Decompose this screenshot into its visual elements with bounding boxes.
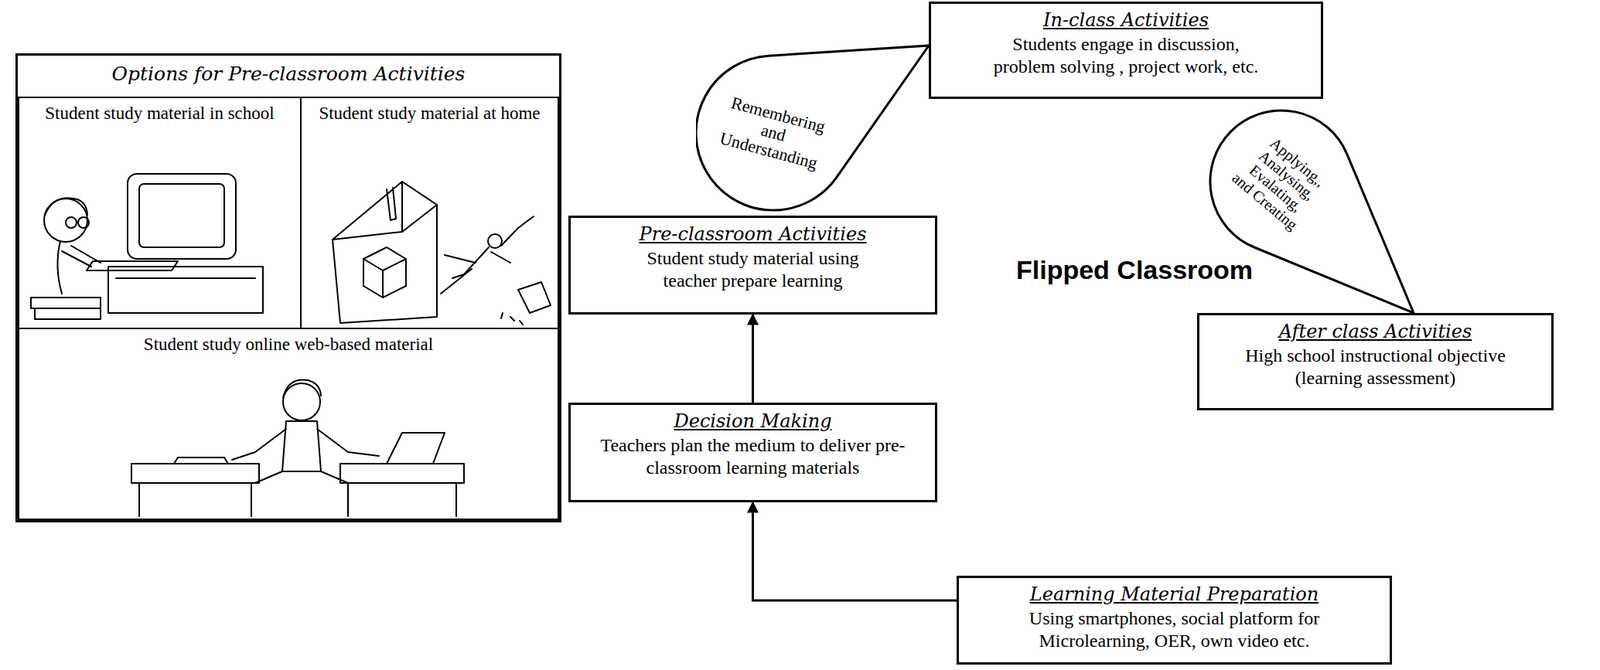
laptop: [371, 433, 445, 464]
box-body: Using smartphones, social platform for M…: [1004, 607, 1345, 653]
panel-heading: Options for Pre-classroom Activities: [17, 55, 560, 94]
person-body: [231, 421, 379, 484]
flying-person-head: [487, 234, 502, 249]
flying-person: [440, 216, 534, 294]
paper: [173, 457, 229, 464]
speech-bubble: Applying,, Analysing, Evalating, and Cre…: [1206, 105, 1420, 319]
box-heading: In-class Activities: [938, 8, 1314, 32]
computer-boy-sketch: [30, 173, 263, 320]
option-cell: Student study material in school: [17, 96, 302, 330]
speech-bubble: Remembering and Understanding: [695, 42, 932, 213]
monitor: [127, 173, 236, 260]
process-box: Pre-classroom ActivitiesStudent study ma…: [568, 215, 938, 315]
glasses: [78, 217, 89, 229]
boy-head: [44, 198, 88, 243]
option-text: Student study material in school: [32, 102, 288, 125]
process-box: Learning Material PreparationUsing smart…: [956, 576, 1392, 666]
box-heading: Pre-classroom Activities: [578, 222, 928, 246]
person-hair: [283, 379, 321, 399]
books: [34, 308, 101, 320]
process-box: Decision MakingTeachers plan the medium …: [568, 402, 938, 503]
boy-hair: [44, 197, 88, 215]
box-body: Students engage in discussion, problem s…: [982, 33, 1270, 79]
cube: [363, 247, 406, 298]
option-text: Student study online web-based material: [25, 334, 552, 356]
option-cell: Student study material at home: [300, 96, 560, 330]
process-box: In-class ActivitiesStudents engage in di…: [928, 1, 1324, 99]
glasses: [65, 217, 77, 229]
person-head: [283, 383, 321, 421]
diagram-title-label: Flipped Classroom: [1013, 255, 1256, 286]
boy-body: [57, 241, 101, 294]
slot: [386, 187, 396, 221]
box-body: Teachers plan the medium to deliver pre-…: [598, 434, 908, 480]
option-text: Student study material at home: [313, 102, 546, 125]
box-heading: Learning Material Preparation: [966, 583, 1382, 607]
box-body: Student study material using teacher pre…: [625, 247, 881, 293]
bubble-outline: [1206, 105, 1420, 319]
flow-arrow: [753, 502, 958, 601]
box-body: High school instructional objective (lea…: [1228, 344, 1523, 390]
right-desk: [340, 463, 464, 517]
machine: [332, 181, 437, 324]
screen: [139, 184, 225, 248]
process-box: After class ActivitiesHigh school instru…: [1197, 313, 1554, 411]
desk: [108, 266, 263, 314]
left-desk: [131, 463, 260, 517]
box-heading: After class Activities: [1207, 320, 1544, 344]
bucket: [501, 282, 551, 325]
books: [30, 297, 101, 309]
box-heading: Decision Making: [578, 409, 928, 434]
bubble-shape: [695, 45, 929, 211]
online-sketch: [131, 379, 464, 517]
option-cell: Student study online web-based material: [17, 327, 560, 521]
home-sketch: [332, 181, 551, 325]
options-panel: Options for Pre-classroom ActivitiesStud…: [15, 53, 562, 523]
flow-arrow: [751, 314, 754, 403]
